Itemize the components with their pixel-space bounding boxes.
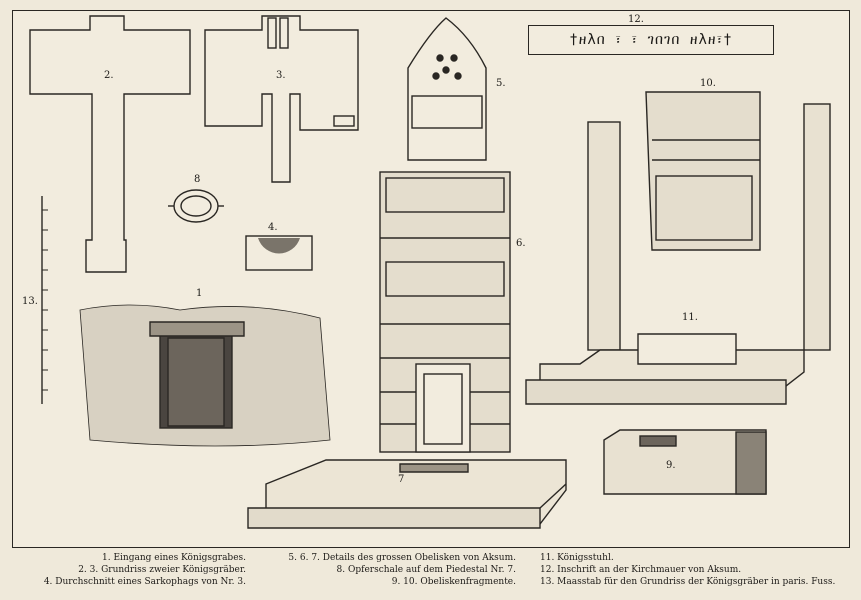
obelisk-fragment-10 xyxy=(645,91,761,251)
fig-label-3: 3. xyxy=(276,70,286,81)
church-inscription: †ዘλበ ፣ ፣ ገበገበ ዘλዘ፣† xyxy=(528,25,774,55)
kings-throne xyxy=(525,103,831,405)
obelisk-fragment-9 xyxy=(603,429,767,495)
fig-label-9: 9. xyxy=(666,460,676,471)
fig-label-7: 7 xyxy=(398,474,405,485)
caption-line: 9. 10. Obeliskenfragmente. xyxy=(391,577,516,587)
sarcophagus-section xyxy=(245,235,313,271)
caption-line: 13. Maasstab für den Grundriss der König… xyxy=(540,577,836,587)
fig-label-5: 5. xyxy=(496,78,506,89)
tomb-entrance xyxy=(79,304,331,447)
caption-column-3: 11. Königsstuhl. 12. Inschrift an der Ki… xyxy=(540,552,840,588)
fig-label-1: 1 xyxy=(196,288,203,299)
caption-column-1: 1. Eingang eines Königsgrabes. 2. 3. Gru… xyxy=(16,552,246,588)
fig-label-8: 8 xyxy=(194,174,201,185)
caption-line: 5. 6. 7. Details des grossen Obelisken v… xyxy=(288,553,516,563)
plan-tomb-3 xyxy=(204,15,359,183)
caption-line: 1. Eingang eines Königsgrabes. xyxy=(102,553,246,563)
fig-label-4: 4. xyxy=(268,222,278,233)
fig-label-6: 6. xyxy=(516,238,526,249)
plan-tomb-2 xyxy=(29,15,191,273)
obelisk-top xyxy=(407,17,487,161)
obelisk-pedestal xyxy=(247,459,567,529)
fig-label-12: 12. xyxy=(628,14,644,25)
obelisk-section xyxy=(379,171,511,453)
fig-label-11: 11. xyxy=(682,312,698,323)
fig-label-2: 2. xyxy=(104,70,114,81)
caption-line: 8. Opferschale auf dem Piedestal Nr. 7. xyxy=(336,565,516,575)
caption-line: 11. Königsstuhl. xyxy=(540,553,614,563)
caption-line: 4. Durchschnitt eines Sarkophags von Nr.… xyxy=(43,577,246,587)
caption-column-2: 5. 6. 7. Details des grossen Obelisken v… xyxy=(266,552,516,588)
caption-line: 12. Inschrift an der Kirchmauer von Aksu… xyxy=(540,565,742,575)
fig-label-13: 13. xyxy=(22,296,38,307)
caption-line: 2. 3. Grundriss zweier Königsgräber. xyxy=(78,565,246,575)
fig-label-10: 10. xyxy=(700,78,716,89)
